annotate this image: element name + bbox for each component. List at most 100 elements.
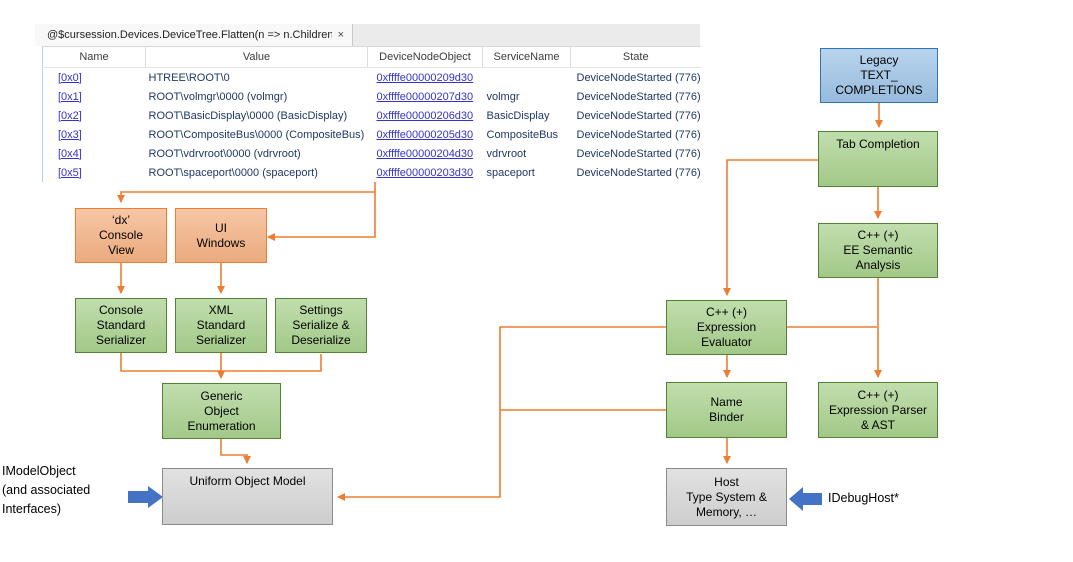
- side-label-line: Interfaces): [2, 502, 62, 516]
- column-header: DeviceNodeObject: [367, 46, 483, 68]
- side-label-line: IDebugHost*: [828, 491, 899, 505]
- name-link[interactable]: [0x2]: [58, 109, 82, 122]
- node-label: Standard: [196, 318, 246, 332]
- node-label: Generic: [200, 388, 243, 403]
- node-label: Binder: [709, 410, 744, 424]
- connector-table-to-dx-console: [117, 191, 375, 203]
- table-row: [0x3] ROOT\CompositeBus\0000 (CompositeBu…: [43, 125, 701, 144]
- name-link[interactable]: [0x4]: [58, 147, 82, 160]
- node-label: Object: [204, 403, 239, 418]
- node-label: ‘dx’: [111, 213, 130, 227]
- node-label: Windows: [196, 235, 246, 250]
- cell-state: DeviceNodeStarted (776): [576, 147, 701, 160]
- table-row: [0x5] ROOT\spaceport\0000 (spaceport) 0xff…: [43, 163, 701, 182]
- cell-device_node_object: 0xffffe00000203d30: [368, 163, 483, 182]
- cell-service_name: spaceport: [486, 166, 535, 179]
- cell-device_node_object: 0xffffe00000206d30: [368, 106, 483, 125]
- cell-service_name: CompositeBus: [486, 128, 559, 141]
- node-label: & AST: [860, 417, 895, 432]
- device_node_object-link[interactable]: 0xffffe00000204d30: [376, 147, 474, 160]
- node-label: Settings: [299, 303, 343, 317]
- cell-value: ROOT\BasicDisplay\0000 (BasicDisplay): [148, 109, 348, 122]
- cell-device_node_object: 0xffffe00000204d30: [368, 144, 483, 163]
- cell-name: [0x4]: [43, 144, 146, 163]
- cell-name: [0x1]: [43, 87, 146, 106]
- table-row: [0x1]ROOT\volmgr\0000 (volmgr)0xffffe000…: [43, 87, 701, 106]
- tab-title: @$cursession.Devices.DeviceTree.Flatten(…: [47, 29, 332, 41]
- imodel-arrow-icon: [128, 486, 163, 508]
- node-label: Tab Completion: [836, 137, 920, 151]
- cell-value: ROOT\CompositeBus\0000 (CompositeBus): [148, 128, 365, 141]
- column-header: ServiceName: [482, 46, 571, 68]
- column-header: Name: [42, 46, 146, 68]
- cell-state: DeviceNodeStarted (776): [576, 71, 701, 84]
- node-label: Evaluator: [701, 335, 752, 349]
- node-label: Expression: [696, 320, 757, 334]
- column-header: Value: [145, 46, 368, 68]
- tab-close-icon[interactable]: ×: [337, 29, 344, 41]
- node-label: Legacy: [859, 53, 899, 67]
- cell-device_node_object: 0xffffe00000209d30: [368, 68, 483, 88]
- node-label: C++ (+): [705, 305, 747, 319]
- tab-strip: @$cursession.Devices.DeviceTree.Flatten(…: [35, 24, 700, 46]
- node-label: Name: [710, 395, 743, 409]
- cell-device_node_object: 0xffffe00000207d30: [368, 87, 483, 106]
- node-label: View: [108, 243, 134, 257]
- cell-service_name: BasicDisplay: [486, 109, 550, 122]
- name-link[interactable]: [0x0]: [58, 71, 82, 84]
- connector-table-to-ui-windows: [267, 182, 376, 241]
- cell-value: ROOT\spaceport\0000 (spaceport): [148, 166, 318, 179]
- cell-state: DeviceNodeStarted (776): [576, 128, 701, 141]
- node-label: Console: [98, 303, 144, 317]
- node-label: Standard: [96, 318, 146, 332]
- cell-service_name: vdrvroot: [486, 147, 527, 160]
- node-label: C++ (+): [857, 387, 899, 402]
- device_node_object-link[interactable]: 0xffffe00000203d30: [376, 166, 474, 179]
- table-row: [0x4]ROOT\vdrvroot\0000 (vdrvroot)0xffff…: [43, 144, 701, 163]
- node-label: Serializer: [195, 333, 246, 347]
- connector-enumeration-to-model: [220, 439, 251, 464]
- node-label: Type System &: [686, 489, 767, 504]
- table-row: [0x2] ROOT\BasicDisplay\0000 (BasicDispla…: [43, 106, 701, 125]
- device_node_object-link[interactable]: 0xffffe00000209d30: [376, 71, 474, 84]
- device_node_object-link[interactable]: 0xffffe00000206d30: [376, 109, 474, 122]
- connector-tabcompletion-to-evaluator: [723, 159, 818, 296]
- node-label: COMPLETIONS: [835, 83, 923, 97]
- device_node_object-link[interactable]: 0xffffe00000207d30: [376, 90, 474, 103]
- node-label: Expression Parser: [828, 402, 928, 417]
- cell-name: [0x3]: [43, 125, 146, 144]
- cell-name: [0x2]: [43, 106, 146, 125]
- cell-state: DeviceNodeStarted (776): [576, 109, 701, 122]
- cell-service_name: volmgr: [486, 90, 520, 103]
- connector-evaluator-to-model: [337, 326, 666, 501]
- idebughost-arrow-icon: [789, 487, 822, 511]
- node-tab-completion: Tab Completion: [818, 131, 938, 187]
- cell-state: DeviceNodeStarted (776): [576, 166, 701, 179]
- node-label: Serialize &: [292, 318, 350, 332]
- watch-tab[interactable]: @$cursession.Devices.DeviceTree.Flatten(…: [35, 24, 353, 46]
- device_node_object-link[interactable]: 0xffffe00000205d30: [376, 128, 474, 141]
- node-label: Uniform Object Model: [189, 474, 306, 488]
- name-link[interactable]: [0x3]: [58, 128, 82, 141]
- name-link[interactable]: [0x1]: [58, 90, 82, 103]
- side-label-line: IModelObject: [2, 464, 76, 478]
- node-label: Analysis: [855, 258, 901, 272]
- node-label: XML: [208, 303, 234, 317]
- node-label: EE Semantic: [843, 243, 913, 257]
- node-label: Host: [714, 474, 739, 489]
- name-link[interactable]: [0x5]: [58, 166, 82, 179]
